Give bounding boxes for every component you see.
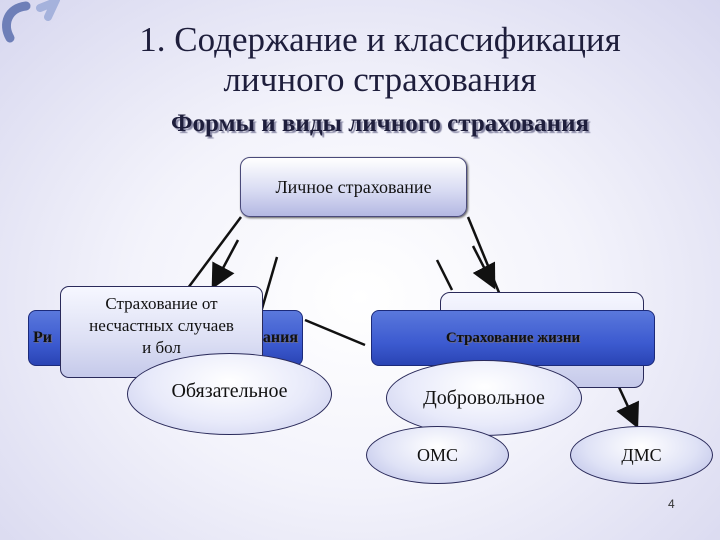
arrow-mandatory-to-oms <box>304 318 366 347</box>
oval-dms: ДМС <box>570 426 713 484</box>
oval-dms-label: ДМС <box>621 445 662 465</box>
oval-voluntary: Добровольное <box>386 360 582 436</box>
arrow-root-to-voluntary <box>435 259 454 291</box>
oval-mandatory: Обязательное <box>127 353 332 435</box>
page-number: 4 <box>668 497 675 511</box>
node-accident-line-3: и бол <box>142 338 181 357</box>
oval-voluntary-label: Добровольное <box>423 386 545 409</box>
title-line-1: 1. Содержание и классификация <box>139 20 621 59</box>
node-accident-line-2: несчастных случаев <box>89 316 234 335</box>
arrow-root-to-right <box>466 216 502 296</box>
arrow-root-to-left-back <box>211 239 240 290</box>
node-life-insurance-label: Страхование жизни <box>445 329 581 346</box>
node-accident-line-1: Страхование от <box>105 294 218 313</box>
arrow-root-to-left <box>186 216 243 289</box>
oval-oms-label: ОМС <box>416 445 458 465</box>
title-line-2: личного страхования <box>223 60 537 99</box>
oval-oms: ОМС <box>366 426 509 484</box>
node-accident-back-prefix: Ри <box>33 329 52 346</box>
page-title: 1. Содержание и классификация личного ст… <box>40 20 720 100</box>
node-accident-back-suffix: вания <box>254 329 298 346</box>
page-subtitle: Формы и виды личного страхования <box>170 110 590 137</box>
arrow-root-to-right-back <box>471 245 496 290</box>
corner-logo-icon <box>2 0 60 43</box>
oval-mandatory-label: Обязательное <box>171 380 288 402</box>
node-personal-insurance: Личное страхование <box>240 157 467 217</box>
node-personal-insurance-label: Личное страхование <box>275 176 432 197</box>
node-life-insurance: Страхование жизни <box>371 310 655 366</box>
